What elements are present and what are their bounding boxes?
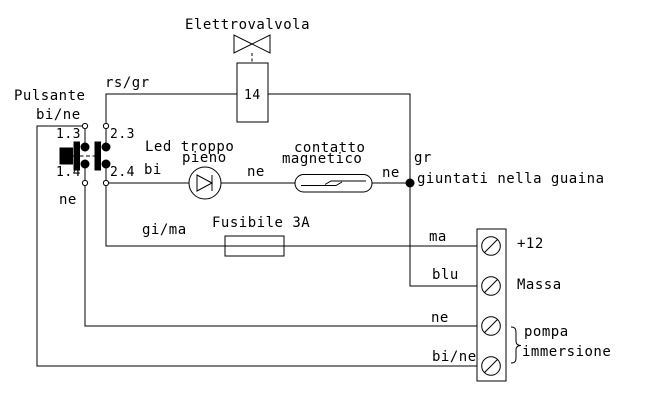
terminal-2-4 [102, 179, 110, 187]
terminal-screw-1 [481, 236, 501, 256]
pushbutton-plunger [59, 147, 73, 165]
pushbutton-bar-right [94, 141, 101, 171]
wire-label-ma: ma [429, 229, 447, 245]
solenoid-box-label: 14 [244, 88, 261, 103]
terminal-label-plus12: +12 [517, 236, 544, 252]
wire-label-bi: bi [144, 162, 162, 178]
wire-label-ne-button: ne [59, 192, 77, 208]
contact-label-2-3: 2.3 [110, 127, 135, 142]
label-fusibile: Fusibile 3A [212, 215, 311, 231]
contact-dot [101, 159, 111, 169]
terminal-label-massa: Massa [517, 277, 562, 293]
wire-bi-ne [36, 125, 477, 367]
terminal-screw-slot [484, 279, 498, 293]
label-giuntati: giuntati nella guaina [417, 171, 605, 187]
terminal-screw-4 [481, 356, 501, 376]
wire-gi-ma [105, 185, 477, 247]
wire-label-ne-led: ne [247, 164, 265, 180]
wire-label-ne-reed: ne [382, 165, 400, 181]
terminal-screw-2 [481, 276, 501, 296]
contact-label-2-4: 2.4 [110, 165, 135, 180]
wire-label-gr: gr [414, 150, 432, 166]
label-pulsante: Pulsante [14, 88, 86, 104]
wire-label-blu: blu [432, 267, 459, 283]
label-led-line1: Led troppo [145, 139, 235, 155]
wire-label-ne-t3: ne [431, 310, 449, 326]
led-diode-triangle [196, 174, 214, 192]
terminal-screw-3 [481, 316, 501, 336]
terminal-2-3 [102, 122, 110, 130]
wire-label-gi-ma: gi/ma [142, 222, 187, 238]
label-immersione: immersione [522, 344, 612, 360]
pump-brace [510, 326, 522, 364]
solenoid-box [236, 62, 269, 123]
label-reed-line1: contatto [294, 140, 366, 156]
terminal-screw-slot [484, 319, 498, 333]
valve-icon [250, 34, 271, 54]
reed-switch-capsule [294, 174, 373, 193]
label-pompa: pompa [524, 324, 569, 340]
led-symbol [188, 166, 222, 200]
wire-label-bi-ne-t4: bi/ne [432, 349, 477, 365]
wire-ne [84, 185, 477, 327]
label-led-line2: pieno [182, 150, 227, 166]
contact-label-1-4: 1.4 [56, 165, 81, 180]
terminal-screw-slot [484, 239, 498, 253]
terminal-1-4 [81, 179, 89, 187]
wire-label-rs-gr: rs/gr [105, 75, 150, 91]
pushbutton-bar-left [73, 141, 80, 171]
terminal-block [476, 228, 507, 382]
reed-blade-right [324, 180, 366, 185]
contact-label-1-3: 1.3 [56, 127, 81, 142]
wire-label-bi-ne-top: bi/ne [36, 107, 81, 123]
label-reed-line2: magnetico [282, 151, 363, 167]
fuse-symbol [224, 235, 285, 257]
label-elettrovalvola: Elettrovalvola [185, 17, 311, 33]
reed-blade-left [301, 181, 343, 186]
junction-dot [405, 178, 415, 188]
valve-icon [233, 34, 254, 54]
contact-dot [101, 142, 111, 152]
contact-dot [80, 142, 90, 152]
terminal-1-3 [81, 122, 89, 130]
terminal-screw-slot [484, 359, 498, 373]
wire-rs-gr [105, 93, 477, 287]
contact-dot [80, 159, 90, 169]
